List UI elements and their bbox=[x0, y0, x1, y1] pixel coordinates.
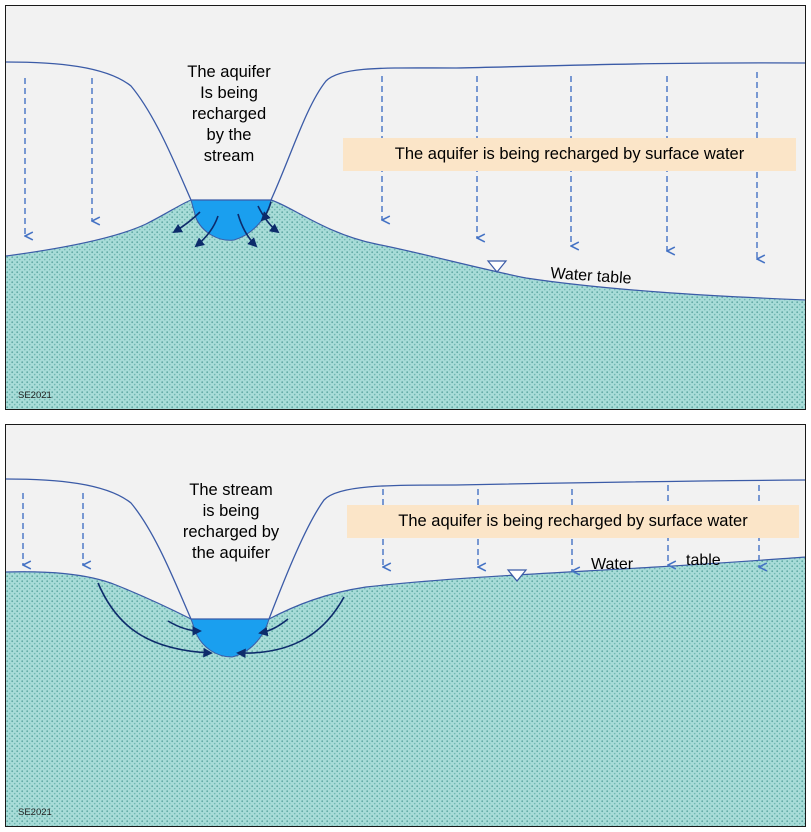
land-surface-line bbox=[6, 478, 805, 620]
cross-section-drawing bbox=[6, 478, 805, 826]
flow-arrow bbox=[172, 211, 201, 233]
stream-caption: The stream is being recharged by the aqu… bbox=[166, 480, 296, 564]
caption-line: The stream bbox=[189, 481, 273, 499]
caption-line: recharged by bbox=[182, 523, 280, 541]
land-surface-line bbox=[6, 61, 805, 201]
caption-line: stream bbox=[203, 147, 255, 165]
caption-line: by the bbox=[206, 126, 252, 144]
cross-section-drawing bbox=[6, 61, 805, 409]
recharge-banner: The aquifer is being recharged by surfac… bbox=[343, 138, 796, 171]
diagram-panel-losing-stream: The aquifer Is being recharged by the st… bbox=[5, 5, 806, 410]
water-table-label-word1: Water bbox=[591, 556, 634, 573]
water-table-label-word2: table bbox=[686, 552, 721, 569]
flow-arrow bbox=[237, 213, 258, 248]
flow-arrow bbox=[258, 618, 289, 637]
stream-outflow-arrows bbox=[172, 201, 280, 248]
flow-arrow bbox=[167, 620, 202, 636]
diagram-panel-gaining-stream: The stream is being recharged by the aqu… bbox=[5, 424, 806, 827]
flow-arrow bbox=[194, 215, 219, 248]
saturated-zone bbox=[6, 200, 805, 409]
caption-line: the aquifer bbox=[192, 544, 270, 562]
water-table-symbol-icon bbox=[486, 260, 508, 273]
credit-label: SE2021 bbox=[18, 807, 52, 818]
water-table-line bbox=[6, 556, 805, 620]
caption-line: The aquifer bbox=[187, 63, 271, 81]
caption-line: is being bbox=[202, 502, 260, 520]
flow-arrow bbox=[260, 201, 272, 222]
water-table-symbol-icon bbox=[506, 569, 528, 582]
stream-inflow-arrows bbox=[97, 582, 345, 659]
flow-arrow bbox=[236, 596, 345, 659]
caption-line: Is being bbox=[200, 84, 258, 102]
recharge-banner: The aquifer is being recharged by surfac… bbox=[347, 505, 799, 538]
water-table-line bbox=[6, 199, 805, 301]
saturated-zone bbox=[6, 557, 805, 826]
stream-caption: The aquifer Is being recharged by the st… bbox=[164, 62, 294, 167]
credit-label: SE2021 bbox=[18, 390, 52, 401]
flow-arrow bbox=[97, 582, 213, 658]
caption-line: recharged bbox=[191, 105, 267, 123]
